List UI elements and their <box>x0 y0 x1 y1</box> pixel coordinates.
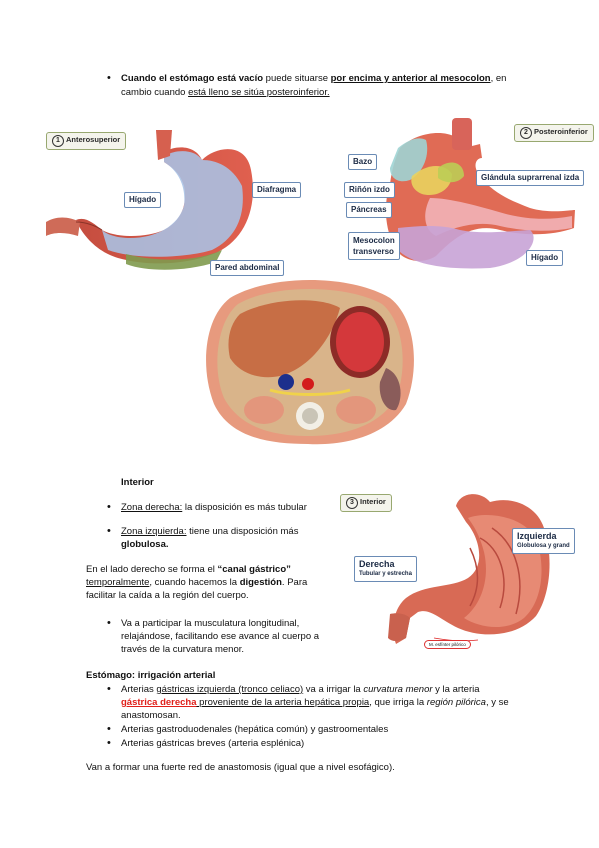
label-glandula-suprarrenal: Glándula suprarrenal izda <box>476 170 585 186</box>
tag-label: Anterosuperior <box>66 135 121 144</box>
i1b-underline: proveniente de la arteria hepática propi… <box>196 697 370 708</box>
para-underline: temporalmente <box>86 577 150 588</box>
bullet-zona-izquierda: Zona izquierda: tiene una disposición má… <box>107 525 331 551</box>
zona-derecha-text: la disposición es más tubular <box>182 502 307 513</box>
i1-italic: curvatura menor <box>363 684 433 695</box>
para-text-2: , cuando hacemos la <box>149 577 240 588</box>
para-bold-2: digestión <box>239 577 282 588</box>
stomach-posteroinferior-illustration <box>385 118 575 269</box>
label-m-esfinter-pilorico: M. esfínter pilórico <box>424 640 471 649</box>
label-mesocolon: Mesocolon transverso <box>348 232 400 260</box>
label-pancreas: Páncreas <box>346 202 392 218</box>
zona-izquierda-text: tiene una disposición más <box>186 526 299 537</box>
irrigacion-bullet-3: Arterias gástricas breves (arteria esplé… <box>107 737 561 750</box>
musculatura-line-3: través de la curvatura menor. <box>121 644 245 655</box>
label-mesocolon-line1: Mesocolon <box>353 236 395 245</box>
i1-end: y la arteria <box>432 684 480 695</box>
abdominal-cross-section-image <box>206 280 414 445</box>
label-higado-post: Hígado <box>526 250 564 266</box>
intro-bold: Cuando el estómago está vacío <box>121 73 264 84</box>
intro-text-end: , en <box>490 73 507 84</box>
intro-text-2: cambio cuando <box>121 87 189 98</box>
label-higado: Hígado <box>124 192 162 208</box>
tag-label: Interior <box>360 497 386 506</box>
label-mesocolon-line2: transverso <box>353 247 394 256</box>
label-izquierda: Izquierda Globulosa y grand <box>512 528 575 554</box>
zona-izquierda-label: Zona izquierda: <box>121 526 187 537</box>
label-derecha-title: Derecha <box>359 559 395 569</box>
i1b-end: , y se <box>485 697 509 708</box>
canal-gastrico-paragraph: En el lado derecho se forma el “canal gá… <box>86 563 336 602</box>
para-line-2: temporalmente, cuando hacemos la digesti… <box>86 576 336 589</box>
label-diafragma: Diafragma <box>252 182 302 198</box>
i1-underline: gástricas izquierda (tronco celiaco) <box>156 684 304 695</box>
stomach-anterosuperior-illustration <box>46 130 253 270</box>
tag-number: 3 <box>346 497 358 509</box>
closing-sentence: Van a formar una fuerte red de anastomos… <box>86 762 395 773</box>
para-bold: “canal gástrico” <box>217 564 291 575</box>
label-izquierda-sub: Globulosa y grand <box>517 543 570 549</box>
irrigacion-1-line-3: anastomosan. <box>121 710 181 721</box>
zona-izquierda-bold: globulosa. <box>121 539 169 550</box>
label-derecha: Derecha Tubular y estrecha <box>354 556 417 582</box>
tag-number: 1 <box>52 135 64 147</box>
i1-mid: va a irrigar la <box>303 684 364 695</box>
label-pared-abdominal: Pared abdominal <box>210 260 285 276</box>
i1-pre: Arterias <box>121 684 157 695</box>
label-bazo: Bazo <box>348 154 378 170</box>
intro-text: puede situarse <box>263 73 331 84</box>
para-text-3: . Para <box>281 577 308 588</box>
irrigacion-bullet-2: Arterias gastroduodenales (hepática comú… <box>107 723 561 736</box>
musculatura-line-1: Va a participar la musculatura longitudi… <box>121 618 300 629</box>
label-derecha-sub: Tubular y estrecha <box>359 571 412 577</box>
para-line-3: facilitar la caída a la región del cuerp… <box>86 590 249 601</box>
musculatura-line-2: relajándose, facilitando ese avance al c… <box>121 631 320 642</box>
label-rinon-izdo: Riñón izdo <box>344 182 395 198</box>
interior-heading: Interior <box>121 477 154 488</box>
para-text: En el lado derecho se forma el <box>86 564 218 575</box>
intro-line-2: cambio cuando está lleno se sitúa poster… <box>121 86 541 99</box>
irrigacion-1-line-2: gástrica derecha proveniente de la arter… <box>121 696 561 709</box>
intro-underline: por encima y anterior al mesocolon <box>330 73 491 84</box>
irrigacion-heading: Estómago: irrigación arterial <box>86 670 216 681</box>
label-izquierda-title: Izquierda <box>517 531 557 541</box>
para-line-1: En el lado derecho se forma el “canal gá… <box>86 563 336 576</box>
irrigacion-1-line-1: Arterias gástricas izquierda (tronco cel… <box>121 683 561 696</box>
i1b-mid: , que irriga la <box>369 697 427 708</box>
zona-derecha-label: Zona derecha: <box>121 502 183 513</box>
tag-label: Posteroinferior <box>534 127 588 136</box>
bullet-zona-derecha: Zona derecha: la disposición es más tubu… <box>107 501 331 514</box>
figure-cross-section <box>200 278 418 446</box>
i1b-red: gástrica derecha <box>121 697 197 708</box>
intro-underline-2: está lleno se sitúa posteroinferior. <box>188 87 330 98</box>
i1b-italic: región pilórica <box>426 697 486 708</box>
tag-number: 2 <box>520 127 532 139</box>
irrigacion-bullet-1: Arterias gástricas izquierda (tronco cel… <box>107 683 561 722</box>
intro-bullet: Cuando el estómago está vacío puede situ… <box>107 72 541 85</box>
musculatura-bullet: Va a participar la musculatura longitudi… <box>107 617 336 656</box>
